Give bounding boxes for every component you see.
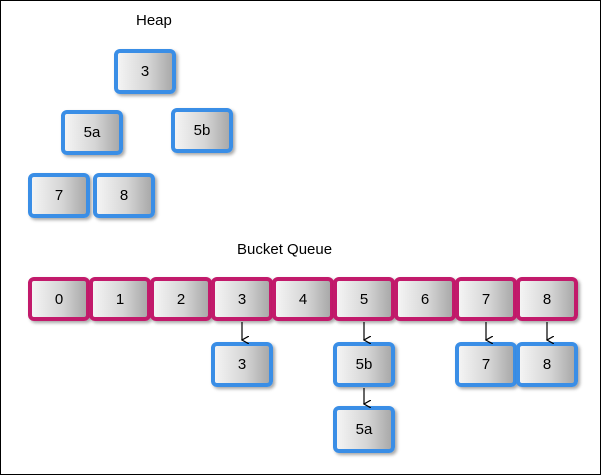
bucket-queue-title: Bucket Queue: [237, 241, 333, 258]
bucket-7: 7: [455, 277, 517, 321]
bucket-item-3: 3: [211, 342, 273, 387]
bucket-item-8: 8: [516, 342, 578, 387]
bucket-3: 3: [211, 277, 273, 321]
bucket-item-5b: 5b: [333, 342, 395, 387]
heap-node-8: 8: [93, 173, 155, 218]
bucket-5: 5: [333, 277, 395, 321]
bucket-4: 4: [272, 277, 334, 321]
heap-node-5b: 5b: [171, 108, 233, 153]
bucket-item-7: 7: [455, 342, 517, 387]
bucket-8: 8: [516, 277, 578, 321]
bucket-1: 1: [89, 277, 151, 321]
heap-node-5a: 5a: [61, 110, 123, 155]
bucket-6: 6: [394, 277, 456, 321]
bucket-2: 2: [150, 277, 212, 321]
heap-title: Heap: [136, 12, 172, 29]
bucket-item-5a: 5a: [333, 406, 395, 453]
heap-node-7: 7: [28, 173, 90, 218]
heap-node-3: 3: [114, 49, 176, 94]
bucket-0: 0: [28, 277, 90, 321]
